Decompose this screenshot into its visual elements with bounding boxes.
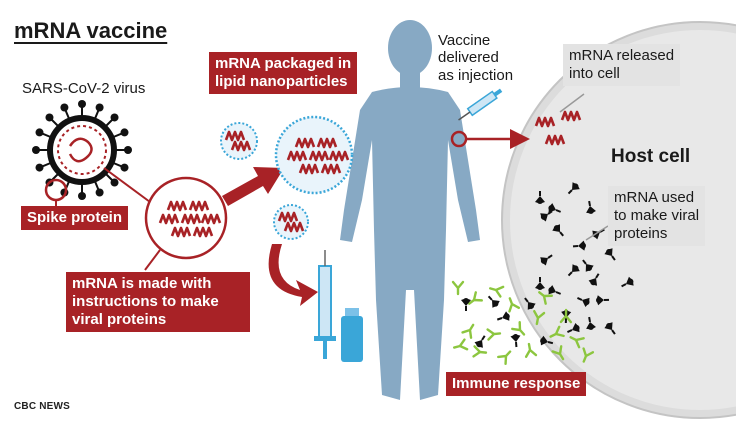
spike-tip	[120, 163, 129, 172]
spike-tip	[45, 113, 54, 122]
antibody-icon	[503, 295, 521, 313]
used-connector	[585, 225, 609, 241]
page-title: mRNA vaccine	[14, 18, 168, 43]
lipid-nanoparticle-icon	[220, 115, 354, 240]
antibody-icon	[461, 321, 479, 339]
mrna-made-line-2: instructions to make	[72, 293, 219, 310]
viral-protein-icon	[495, 310, 512, 325]
spike-tip	[95, 188, 104, 197]
antibody-icon	[472, 345, 488, 359]
antibody-icon	[487, 282, 505, 298]
host-cell-label: Host cell	[611, 146, 691, 167]
antibody-icon	[451, 338, 469, 354]
spike-tip	[95, 103, 104, 112]
delivered-line-2: delivered	[438, 49, 499, 67]
virus-label: SARS-CoV-2 virus	[22, 80, 146, 97]
mrna-circle	[144, 176, 228, 260]
spike-protein-label: Spike protein	[21, 206, 129, 230]
immune-response-label: Immune response	[446, 372, 587, 396]
used-line-1: mRNA used	[614, 189, 695, 206]
human-body-icon	[340, 20, 480, 400]
packaged-label: mRNA packaged in lipid nanoparticles	[209, 52, 358, 94]
packaged-line-2: lipid nanoparticles	[215, 73, 348, 90]
antibody-icon	[451, 280, 465, 296]
spike-tip	[120, 128, 129, 137]
arrow-icon	[222, 167, 284, 206]
used-line-2: to make viral	[614, 207, 700, 224]
delivered-line-3: as injection	[438, 66, 514, 84]
antibody-icon	[486, 327, 502, 341]
used-label: mRNA used to make viral proteins	[608, 186, 706, 246]
viral-protein-icon	[510, 333, 522, 348]
released-line-1: mRNA released	[569, 47, 675, 64]
spike-tip	[35, 128, 44, 137]
delivered-line-1: Vaccine	[438, 32, 491, 49]
spike-tip	[60, 103, 69, 112]
virus-mrna-connector	[103, 167, 151, 203]
mrna-made-line-1: mRNA is made with	[72, 275, 212, 292]
spike-tip	[110, 113, 119, 122]
spike-tip	[78, 192, 86, 200]
mrna-made-label: mRNA is made with instructions to make v…	[66, 272, 250, 332]
spike-tip	[78, 100, 86, 108]
syringe-icon	[458, 88, 503, 121]
antibody-icon	[497, 347, 515, 365]
delivered-label: Vaccine delivered as injection	[438, 32, 513, 84]
used-line-3: proteins	[614, 225, 668, 242]
spike-tip	[110, 178, 119, 187]
released-label: mRNA released into cell	[563, 44, 681, 86]
source-credit: CBC NEWS	[14, 401, 71, 412]
mrna-made-line-3: viral proteins	[72, 311, 167, 328]
released-connector	[559, 93, 585, 113]
packaged-line-1: mRNA packaged in	[215, 55, 352, 72]
arrow-icon	[268, 244, 318, 306]
antibody-icon	[522, 342, 538, 358]
mrna-connector	[144, 249, 161, 271]
released-line-2: into cell	[569, 65, 620, 82]
spike-tip	[32, 146, 40, 154]
virus-icon	[32, 100, 132, 200]
vial-icon	[341, 308, 363, 362]
spike-tip	[35, 163, 44, 172]
spike-tip	[124, 146, 132, 154]
syringe-icon	[314, 250, 336, 359]
